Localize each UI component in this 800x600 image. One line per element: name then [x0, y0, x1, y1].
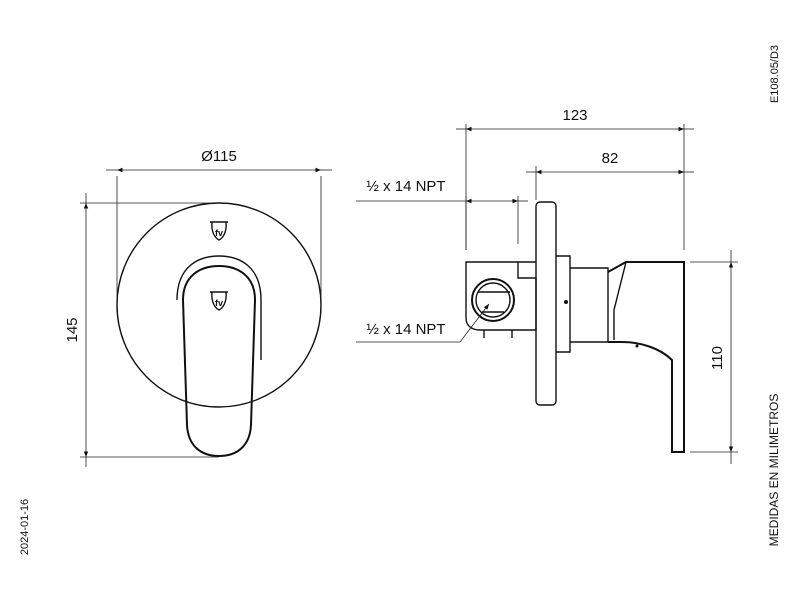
- lever-handle: [181, 264, 257, 458]
- dimension-label-side-handle-height: 110: [709, 346, 726, 370]
- dimension-side-handle-depth: 82: [526, 150, 694, 200]
- dimension-label-side-total-depth: 123: [562, 107, 587, 124]
- drawing-date: 2024-01-16: [19, 499, 31, 555]
- units-note: MEDIDAS EN MILIMETROS: [767, 394, 781, 547]
- dimension-label-thread-side: ½ x 14 NPT: [366, 321, 445, 338]
- dimension-front-height: 145: [64, 193, 219, 467]
- flange: [556, 255, 571, 353]
- dimension-label-front-diameter: Ø115: [201, 148, 237, 165]
- dimension-label-side-handle-depth: 82: [602, 150, 619, 167]
- dimension-front-diameter: Ø115: [106, 148, 332, 300]
- logo-lower: fv: [210, 291, 228, 311]
- dimension-label-front-height: 145: [64, 317, 81, 342]
- lever-side: [607, 261, 685, 453]
- logo-text-lower: fv: [215, 298, 223, 308]
- logo-text-upper: fv: [215, 228, 223, 238]
- logo-upper: fv: [210, 221, 228, 241]
- wall-plate: [535, 201, 557, 406]
- dimension-thread-top: ½ x 14 NPT: [356, 178, 528, 250]
- dimension-label-thread-top: ½ x 14 NPT: [366, 178, 445, 195]
- valve-body: [465, 261, 537, 331]
- front-view: fv fv: [116, 202, 322, 458]
- dimension-thread-side: ½ x 14 NPT: [356, 303, 490, 343]
- drawing-code: E108.05/D3: [769, 45, 781, 103]
- side-view: [465, 201, 685, 453]
- dimension-side-total-depth: 123: [456, 107, 694, 250]
- inlet-inner-circle: [475, 282, 511, 318]
- hub-cylinder: [570, 267, 609, 343]
- lever-hub-outline: [176, 255, 262, 360]
- dimension-side-handle-height: 110: [690, 250, 738, 464]
- inlet-outer-circle: [471, 278, 515, 322]
